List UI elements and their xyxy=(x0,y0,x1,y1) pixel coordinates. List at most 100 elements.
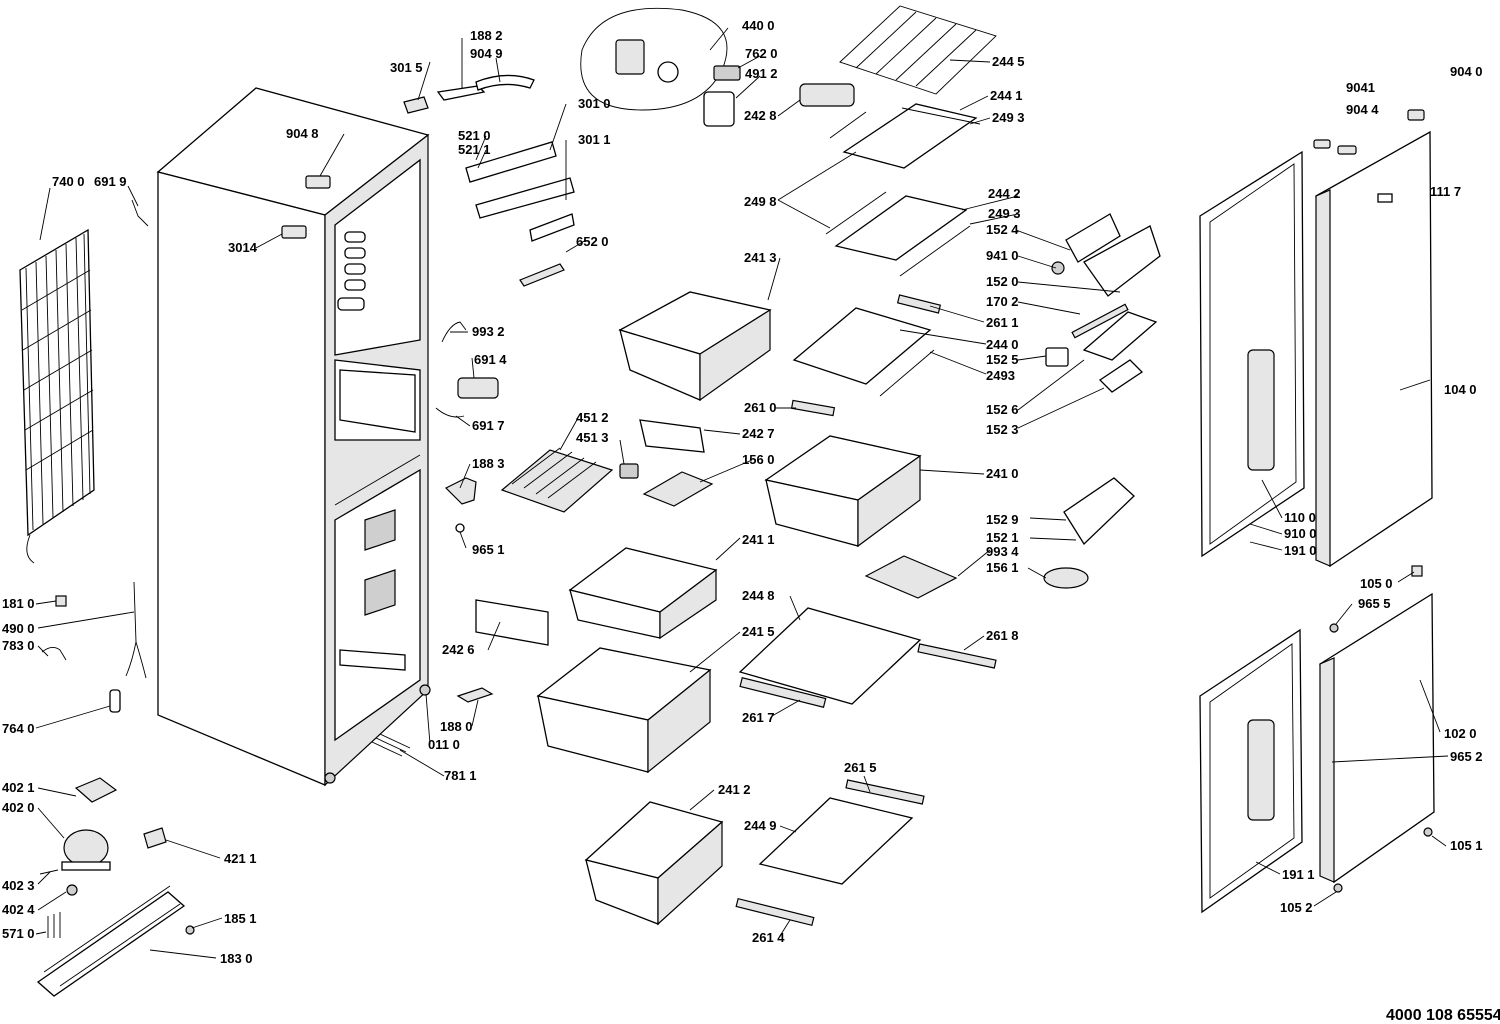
drawer-2410 xyxy=(764,435,922,548)
label-2610: 261 0 xyxy=(744,400,777,415)
glass-shelf-2449 xyxy=(758,797,914,885)
part-7620 xyxy=(713,65,741,81)
control-panel-3011 xyxy=(475,177,575,219)
label-1051: 105 1 xyxy=(1450,838,1483,853)
drawer-2411 xyxy=(568,547,718,640)
egg-tray-1560 xyxy=(642,471,714,507)
label-9049: 904 9 xyxy=(470,46,503,61)
leader-lines xyxy=(35,27,1449,959)
lower-door-1020 xyxy=(1319,592,1435,884)
drawer-2413 xyxy=(618,291,772,402)
label-1050: 105 0 xyxy=(1360,576,1393,591)
label-5211: 521 1 xyxy=(458,142,491,157)
label-6917: 691 7 xyxy=(472,418,505,433)
part-1882 xyxy=(436,85,486,101)
label-1810: 181 0 xyxy=(2,596,35,611)
egg-tray-9934 xyxy=(864,555,958,599)
label-9100: 910 0 xyxy=(1284,526,1317,541)
label-2411: 241 1 xyxy=(742,532,775,547)
bracket-2615 xyxy=(845,779,925,805)
label-2445: 244 5 xyxy=(992,54,1025,69)
label-1910: 191 0 xyxy=(1284,543,1317,558)
label-2428: 242 8 xyxy=(744,108,777,123)
label-9655: 965 5 xyxy=(1358,596,1391,611)
part-7640 xyxy=(109,689,121,713)
control-panel-3010 xyxy=(465,141,557,183)
part-1810 xyxy=(55,595,67,607)
label-6520: 652 0 xyxy=(576,234,609,249)
bar-1702 xyxy=(1071,303,1129,339)
part-6520-handle xyxy=(519,263,565,287)
label-2498: 249 8 xyxy=(744,194,777,209)
label-3010: 301 0 xyxy=(578,96,611,111)
label-7620: 762 0 xyxy=(745,46,778,61)
label-4020: 402 0 xyxy=(2,800,35,815)
door-bin-1523 xyxy=(1098,359,1144,393)
screw-9651 xyxy=(455,523,465,533)
label-9934: 993 4 xyxy=(986,544,1019,559)
wiring-7811 xyxy=(371,733,411,757)
part-9041 xyxy=(1313,139,1331,149)
part-labels: 740 0 691 9 301 5 188 2 904 9 440 0 762 … xyxy=(2,18,1483,966)
part-1051 xyxy=(1423,827,1433,837)
label-4023: 402 3 xyxy=(2,878,35,893)
part-4024 xyxy=(66,884,78,896)
part-7830 xyxy=(41,647,67,661)
lower-door-handle xyxy=(1247,719,1275,821)
label-2415: 241 5 xyxy=(742,624,775,639)
label-3011: 301 1 xyxy=(578,132,611,147)
label-2412: 241 2 xyxy=(718,782,751,797)
part-1117 xyxy=(1377,193,1393,203)
fridge-cabinet xyxy=(156,87,431,787)
label-9048: 904 8 xyxy=(286,126,319,141)
label-4900: 490 0 xyxy=(2,621,35,636)
label-1520: 152 0 xyxy=(986,274,1019,289)
label-7400: 740 0 xyxy=(52,174,85,189)
bracket-1880 xyxy=(456,687,494,703)
door-bin-1524 xyxy=(1065,213,1121,263)
part-9049 xyxy=(475,74,535,91)
part-1525 xyxy=(1045,347,1069,367)
label-1883: 188 3 xyxy=(472,456,505,471)
label-1523: 152 3 xyxy=(986,422,1019,437)
label-2448: 244 8 xyxy=(742,588,775,603)
label-1020: 102 0 xyxy=(1444,726,1477,741)
label-4400: 440 0 xyxy=(742,18,775,33)
part-5710 xyxy=(47,912,61,938)
cover-2426 xyxy=(475,599,549,646)
bracket-2617 xyxy=(739,676,827,708)
power-cord-4900 xyxy=(125,581,147,679)
tray-2427 xyxy=(639,419,705,453)
label-9652: 965 2 xyxy=(1450,749,1483,764)
label-2426: 242 6 xyxy=(442,642,475,657)
label-4513: 451 3 xyxy=(576,430,609,445)
label-4211: 421 1 xyxy=(224,851,257,866)
trim-2493-a xyxy=(829,111,867,139)
label-9651: 965 1 xyxy=(472,542,505,557)
label-2413: 241 3 xyxy=(744,250,777,265)
part-9932 xyxy=(441,321,467,343)
label-4024: 402 4 xyxy=(2,902,35,917)
label-0110: 011 0 xyxy=(428,737,460,752)
label-2617: 261 7 xyxy=(742,710,775,725)
glass-shelf-2440 xyxy=(792,307,932,385)
ice-tray-4512 xyxy=(500,447,614,513)
egg-tray-1561 xyxy=(1043,567,1089,589)
part-1052 xyxy=(1333,883,1343,893)
part-9410 xyxy=(1051,261,1065,275)
bracket-2611 xyxy=(896,294,942,314)
label-5210: 521 0 xyxy=(458,128,491,143)
label-6914: 691 4 xyxy=(474,352,507,367)
label-1830: 183 0 xyxy=(220,951,253,966)
label-3015: 301 5 xyxy=(390,60,423,75)
bracket-1883 xyxy=(444,477,477,505)
part-9655 xyxy=(1329,623,1339,633)
bracket-2614 xyxy=(735,897,815,927)
label-2441: 244 1 xyxy=(990,88,1023,103)
label-1880: 188 0 xyxy=(440,719,473,734)
trim-2493-b xyxy=(901,107,981,125)
label-7830: 783 0 xyxy=(2,638,35,653)
label-2493-top: 249 3 xyxy=(992,110,1025,125)
label-1702: 170 2 xyxy=(986,294,1019,309)
